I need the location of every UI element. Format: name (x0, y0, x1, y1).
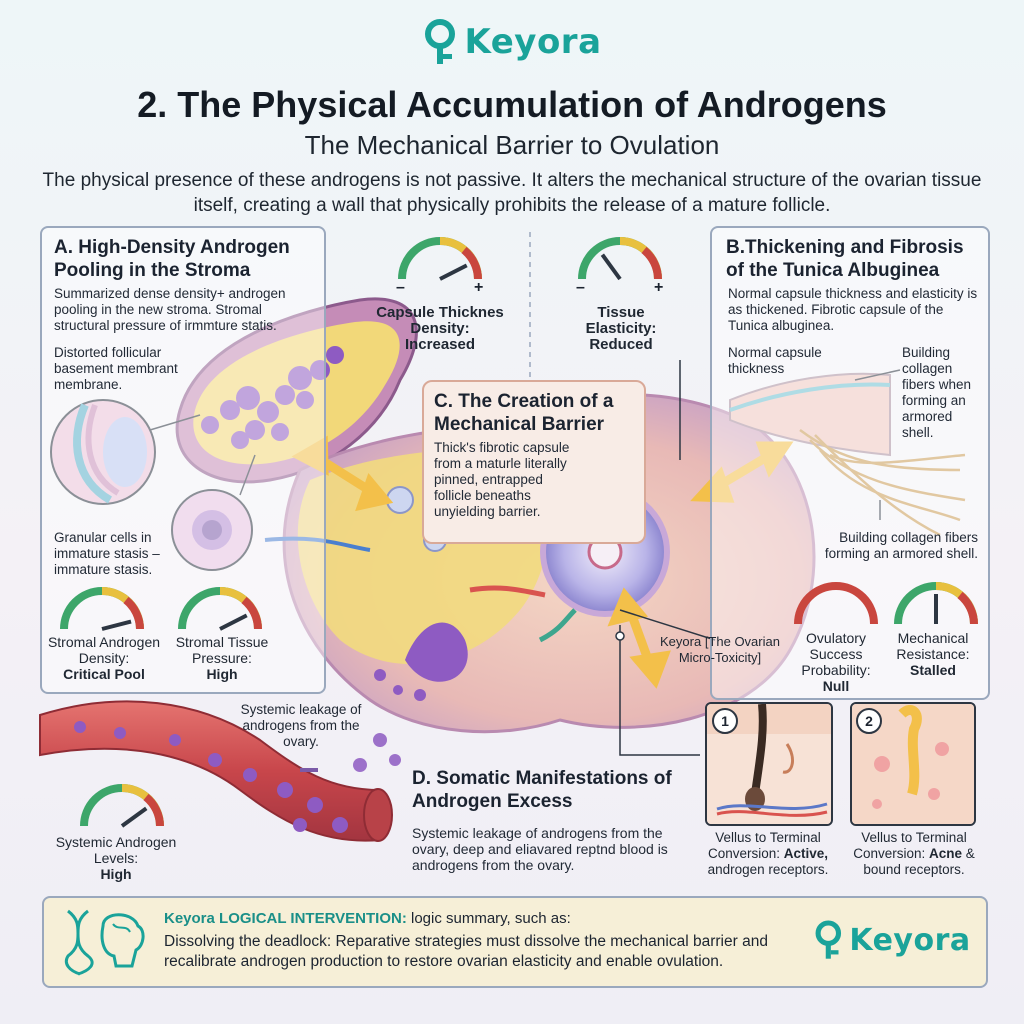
gauge-minus: – (396, 279, 405, 296)
key-icon (815, 920, 842, 959)
dna-brain-icon (58, 906, 148, 976)
gauge-capsule-thickness: – + (390, 235, 490, 296)
inset-caption-bold: Acne (929, 846, 963, 861)
blood-vessel (39, 700, 401, 842)
gauge-label: Mechanical Resistance: (896, 630, 970, 662)
intervention-heading-rest: logic summary, such as: (406, 910, 571, 927)
key-icon (425, 19, 456, 64)
inset-caption: Vellus to Terminal Conversion: (707, 830, 821, 861)
panel-d-text: Systemic leakage of androgens from the o… (412, 825, 668, 873)
gauge-value: High (100, 866, 132, 882)
gauge-label: Systemic Androgen Levels: (55, 834, 177, 866)
ovary-label: Keyora [The Ovarian Micro-Toxicity] (660, 634, 780, 665)
intervention-heading: Keyora LOGICAL INTERVENTION: (164, 910, 407, 927)
label-membrane: Distorted follicular basement membrant m… (54, 345, 178, 392)
gauge-mechanical-resistance (886, 580, 986, 633)
gauge-stromal-density (52, 585, 152, 638)
inset-caption: Vellus to Terminal Conversion: (853, 830, 967, 861)
gauge-systemic-androgen (72, 782, 172, 835)
stroma-illustration (175, 297, 418, 484)
gauge-label: Ovulatory Success Probability: (801, 630, 871, 678)
gauge-value: High (206, 666, 238, 682)
gauge-ovulatory-success (786, 580, 886, 633)
gauge-value: Stalled (910, 662, 956, 678)
panel-b (710, 226, 990, 700)
panel-b-title: B.Thickening and Fibrosis of the Tunica … (726, 237, 964, 281)
intro-text: The physical presence of these androgens… (42, 170, 982, 216)
inset-caption-bold: Active, (783, 846, 829, 861)
gauge-plus: + (654, 279, 664, 296)
gauge-icon (398, 237, 482, 281)
panel-c-title: C. The Creation of a Mechanical Barrier (434, 391, 614, 435)
gauge-icon (894, 582, 978, 625)
panel-b-text: Normal capsule thickness and elasticity … (728, 286, 978, 333)
membrane-zoom (50, 399, 156, 505)
gauge-icon (80, 784, 164, 828)
gauge-icon (178, 587, 262, 631)
panel-a-title: A. High-Density Androgen Pooling in the … (54, 237, 290, 281)
acne-icon (852, 704, 974, 824)
gauge-tissue-elasticity: – + (570, 235, 670, 296)
gauge-label: Stromal Androgen Density: (47, 634, 161, 666)
brand-logo-footer: Keyora (812, 910, 972, 970)
gauge-label: Tissue Elasticity: (585, 304, 657, 337)
panel-a-text: Summarized dense density+ androgen pooli… (54, 286, 286, 333)
panel-d-title: D. Somatic Manifestations of Androgen Ex… (412, 768, 672, 812)
logo-text: Keyora (464, 22, 602, 62)
gauge-value: Critical Pool (63, 666, 145, 682)
gauge-label: Stromal Tissue Pressure: (175, 634, 269, 666)
gauge-icon (60, 587, 144, 631)
label-building-fibers: Building collagen fibers when forming an… (902, 345, 972, 440)
gauge-minus: – (576, 279, 585, 296)
inset-hair-follicle (705, 702, 833, 826)
intervention-text: Dissolving the deadlock: Reparative stra… (164, 933, 768, 970)
gauge-value: Increased (404, 336, 476, 353)
gauge-label: Capsule Thicknes Density: (376, 304, 504, 337)
logo-text: Keyora (849, 922, 971, 958)
inset-number: 2 (856, 708, 882, 734)
panel-c (422, 380, 646, 544)
page-title: 2. The Physical Accumulation of Androgen… (137, 84, 887, 125)
gauge-stromal-pressure (170, 585, 270, 638)
label-building-fibers-2: Building collagen fibers forming an armo… (824, 530, 978, 561)
inset-caption-end: & bound receptors. (863, 846, 975, 877)
granular-zoom (171, 489, 253, 571)
gauge-plus: + (474, 279, 484, 296)
label-normal-capsule: Normal capsule thickness (728, 345, 822, 376)
panel-c-text: Thick's fibrotic capsule from a maturle … (434, 440, 570, 519)
label-systemic-leakage: Systemic leakage of androgens from the o… (240, 702, 362, 749)
inset-number: 1 (712, 708, 738, 734)
inset-caption-end: androgen receptors. (707, 862, 829, 877)
hair-follicle-icon (707, 704, 831, 824)
page-subtitle: The Mechanical Barrier to Ovulation (304, 130, 720, 160)
label-granular: Granular cells in immature stasis – imma… (54, 530, 160, 577)
gauge-icon (578, 237, 662, 281)
gauge-value: Null (822, 678, 850, 694)
tunica-illustration (729, 372, 966, 537)
pressure-arrows (291, 435, 794, 689)
gauge-icon (794, 582, 878, 625)
gauge-value: Reduced (589, 336, 653, 353)
brand-logo: Keyora (412, 12, 612, 72)
inset-acne (850, 702, 976, 826)
